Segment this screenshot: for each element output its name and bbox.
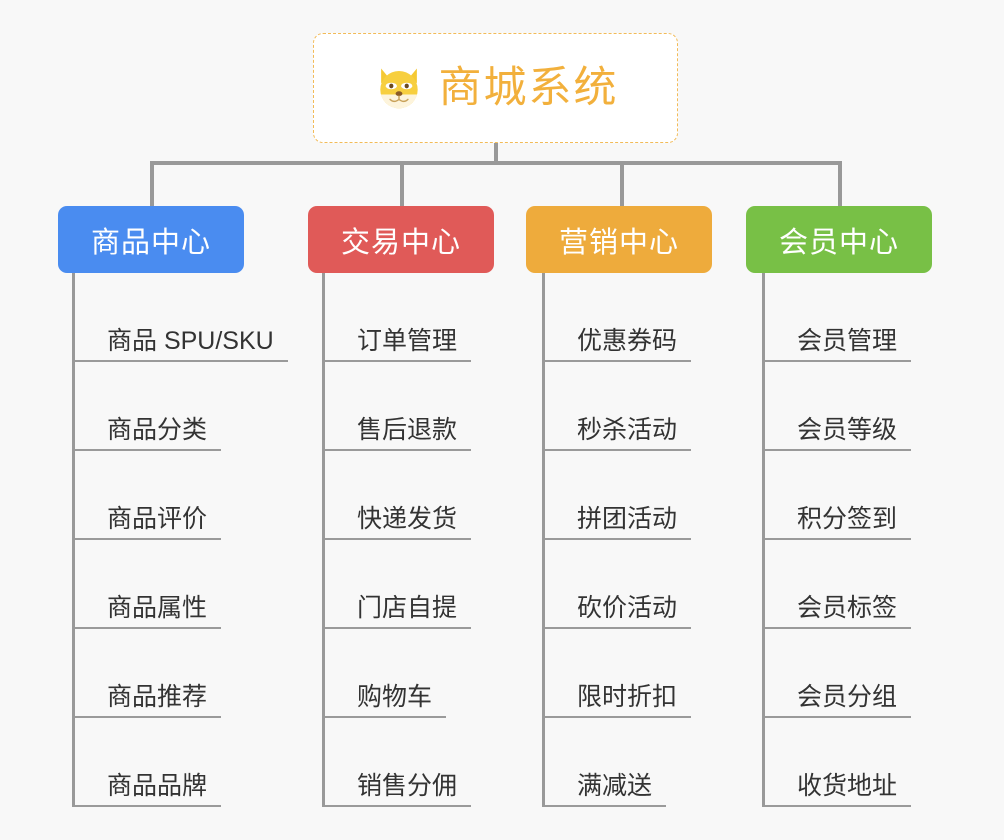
leaf-item-1-2[interactable]: 商品分类 (75, 362, 222, 451)
root-node[interactable]: 商城系统 (313, 33, 678, 143)
leaf-item-4-3[interactable]: 积分签到 (765, 451, 912, 540)
leaf-item-4-4[interactable]: 会员标签 (765, 540, 912, 629)
leaf-item-3-6[interactable]: 满减送 (545, 718, 667, 807)
category-label-4: 会员中心 (778, 226, 899, 259)
leaf-item-1-1[interactable]: 商品 SPU/SKU (75, 273, 288, 362)
leaf-item-4-5[interactable]: 会员分组 (765, 629, 912, 718)
leaf-item-4-1[interactable]: 会员管理 (765, 273, 912, 362)
leaf-item-1-3[interactable]: 商品评价 (75, 451, 222, 540)
leaf-item-2-2[interactable]: 售后退款 (325, 362, 472, 451)
leaf-item-2-5[interactable]: 购物车 (325, 629, 447, 718)
leaf-rail-4 (762, 273, 765, 807)
leaf-label: 售后退款 (325, 415, 472, 451)
leaf-label: 拼团活动 (545, 504, 692, 540)
leaf-label: 秒杀活动 (545, 415, 692, 451)
leaf-rail-1 (72, 273, 75, 807)
leaf-label: 优惠券码 (545, 326, 692, 362)
root-title: 商城系统 (438, 63, 619, 112)
leaf-label: 商品分类 (75, 415, 222, 451)
leaf-item-1-4[interactable]: 商品属性 (75, 540, 222, 629)
leaf-label: 购物车 (325, 682, 447, 718)
leaf-label: 门店自提 (325, 593, 472, 629)
leaf-label: 砍价活动 (545, 593, 692, 629)
connector-drop-2 (400, 161, 404, 208)
leaf-label: 满减送 (545, 771, 667, 807)
leaf-label: 销售分佣 (325, 771, 472, 807)
leaf-label: 订单管理 (325, 326, 472, 362)
dog-face-icon (379, 68, 418, 109)
leaf-item-2-1[interactable]: 订单管理 (325, 273, 472, 362)
leaf-label: 会员管理 (765, 326, 912, 362)
leaf-item-2-4[interactable]: 门店自提 (325, 540, 472, 629)
category-label-3: 营销中心 (558, 226, 679, 259)
leaf-item-2-6[interactable]: 销售分佣 (325, 718, 472, 807)
leaf-item-2-3[interactable]: 快递发货 (325, 451, 472, 540)
leaf-label: 积分签到 (765, 504, 912, 540)
category-box-4[interactable]: 会员中心 (746, 206, 932, 273)
category-box-3[interactable]: 营销中心 (526, 206, 712, 273)
leaf-rail-3 (542, 273, 545, 807)
leaf-item-3-1[interactable]: 优惠券码 (545, 273, 692, 362)
category-box-1[interactable]: 商品中心 (58, 206, 244, 273)
leaf-label: 商品属性 (75, 593, 222, 629)
leaf-label: 会员分组 (765, 682, 912, 718)
leaf-item-3-2[interactable]: 秒杀活动 (545, 362, 692, 451)
leaf-label: 商品 SPU/SKU (75, 326, 288, 362)
leaf-label: 会员标签 (765, 593, 912, 629)
leaf-label: 商品推荐 (75, 682, 222, 718)
leaf-rail-2 (322, 273, 325, 807)
leaf-label: 商品品牌 (75, 771, 222, 807)
leaf-item-4-2[interactable]: 会员等级 (765, 362, 912, 451)
leaf-item-1-5[interactable]: 商品推荐 (75, 629, 222, 718)
leaf-item-1-6[interactable]: 商品品牌 (75, 718, 222, 807)
connector-drop-1 (150, 161, 154, 208)
leaf-item-4-6[interactable]: 收货地址 (765, 718, 912, 807)
category-label-2: 交易中心 (340, 226, 461, 259)
leaf-item-3-4[interactable]: 砍价活动 (545, 540, 692, 629)
leaf-label: 收货地址 (765, 771, 912, 807)
leaf-label: 快递发货 (325, 504, 472, 540)
connector-drop-4 (838, 161, 842, 208)
leaf-item-3-5[interactable]: 限时折扣 (545, 629, 692, 718)
connector-drop-3 (620, 161, 624, 208)
leaf-label: 商品评价 (75, 504, 222, 540)
leaf-item-3-3[interactable]: 拼团活动 (545, 451, 692, 540)
connector-root-stem (494, 143, 498, 164)
category-box-2[interactable]: 交易中心 (308, 206, 494, 273)
category-label-1: 商品中心 (90, 226, 211, 259)
leaf-label: 限时折扣 (545, 682, 692, 718)
connector-horizontal-bus (150, 161, 842, 165)
leaf-label: 会员等级 (765, 415, 912, 451)
